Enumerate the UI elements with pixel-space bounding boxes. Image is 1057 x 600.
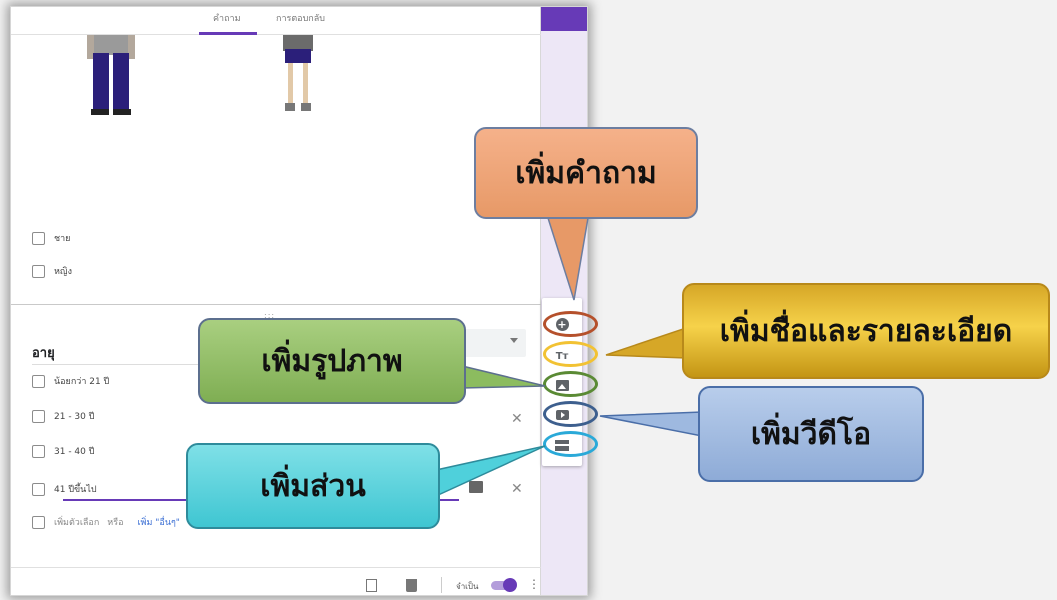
callout-add-question: เพิ่มคำถาม (474, 127, 698, 219)
remove-option-icon[interactable]: ✕ (511, 411, 523, 427)
drag-handle-icon[interactable]: ::: (264, 311, 276, 320)
highlight-ring-add-image (543, 371, 598, 397)
header-color-bar (541, 7, 587, 31)
more-vert-icon[interactable]: ⋮ (528, 577, 540, 591)
option-female[interactable]: หญิง (32, 263, 72, 279)
checkbox[interactable] (32, 409, 45, 423)
tab-bar: คำถาม การตอบกลับ (11, 7, 541, 35)
or-label: หรือ (107, 518, 124, 528)
highlight-ring-add-title (543, 341, 598, 367)
pointer-add-section (435, 445, 546, 498)
tab-responses[interactable]: การตอบกลับ (276, 14, 325, 24)
chevron-down-icon (510, 338, 518, 343)
required-label: จำเป็น (456, 582, 479, 591)
option-image-icon[interactable] (469, 481, 483, 493)
callout-add-title: เพิ่มชื่อและรายละเอียด (682, 283, 1050, 379)
add-option-label[interactable]: เพิ่มตัวเลือก (54, 518, 100, 528)
pointer-add-title (605, 326, 687, 359)
option-age-2[interactable]: 21 - 30 ปี (32, 408, 94, 424)
highlight-ring-add-question (543, 311, 598, 337)
option-age-4[interactable]: 41 ปีขึ้นไป (32, 481, 97, 497)
highlight-ring-add-section (543, 431, 598, 457)
required-toggle[interactable] (491, 578, 517, 592)
add-option-row[interactable]: เพิ่มตัวเลือก หรือ เพิ่ม "อื่นๆ" (32, 514, 180, 530)
checkbox[interactable] (32, 231, 45, 245)
callout-add-image: เพิ่มรูปภาพ (198, 318, 466, 404)
footer-divider (11, 567, 541, 568)
pointer-add-video (599, 411, 703, 437)
pointer-add-image (461, 365, 546, 389)
duplicate-icon[interactable] (366, 579, 377, 592)
tab-indicator (199, 32, 257, 35)
option-age-3[interactable]: 31 - 40 ปี (32, 443, 94, 459)
checkbox[interactable] (32, 482, 45, 496)
option-male[interactable]: ชาย (32, 230, 70, 246)
option-age-1[interactable]: น้อยกว่า 21 ปี (32, 373, 109, 389)
tab-questions[interactable]: คำถาม (213, 14, 241, 24)
question-divider (11, 304, 541, 305)
person-image-male (87, 35, 135, 115)
question-title[interactable]: อายุ (32, 346, 55, 361)
add-other-link[interactable]: เพิ่ม "อื่นๆ" (137, 518, 180, 528)
pointer-add-question (546, 217, 589, 301)
callout-add-section: เพิ่มส่วน (186, 443, 440, 529)
callout-add-video: เพิ่มวีดีโอ (698, 386, 924, 482)
toggle-knob (503, 578, 517, 592)
footer-separator (441, 577, 442, 593)
checkbox[interactable] (32, 264, 45, 278)
remove-option-icon[interactable]: ✕ (511, 481, 523, 497)
highlight-ring-add-video (543, 401, 598, 427)
checkbox[interactable] (32, 374, 45, 388)
trash-icon[interactable] (406, 579, 417, 592)
person-image-female (283, 35, 313, 111)
checkbox[interactable] (32, 444, 45, 458)
checkbox (32, 515, 45, 529)
question-title-underline (32, 364, 352, 365)
